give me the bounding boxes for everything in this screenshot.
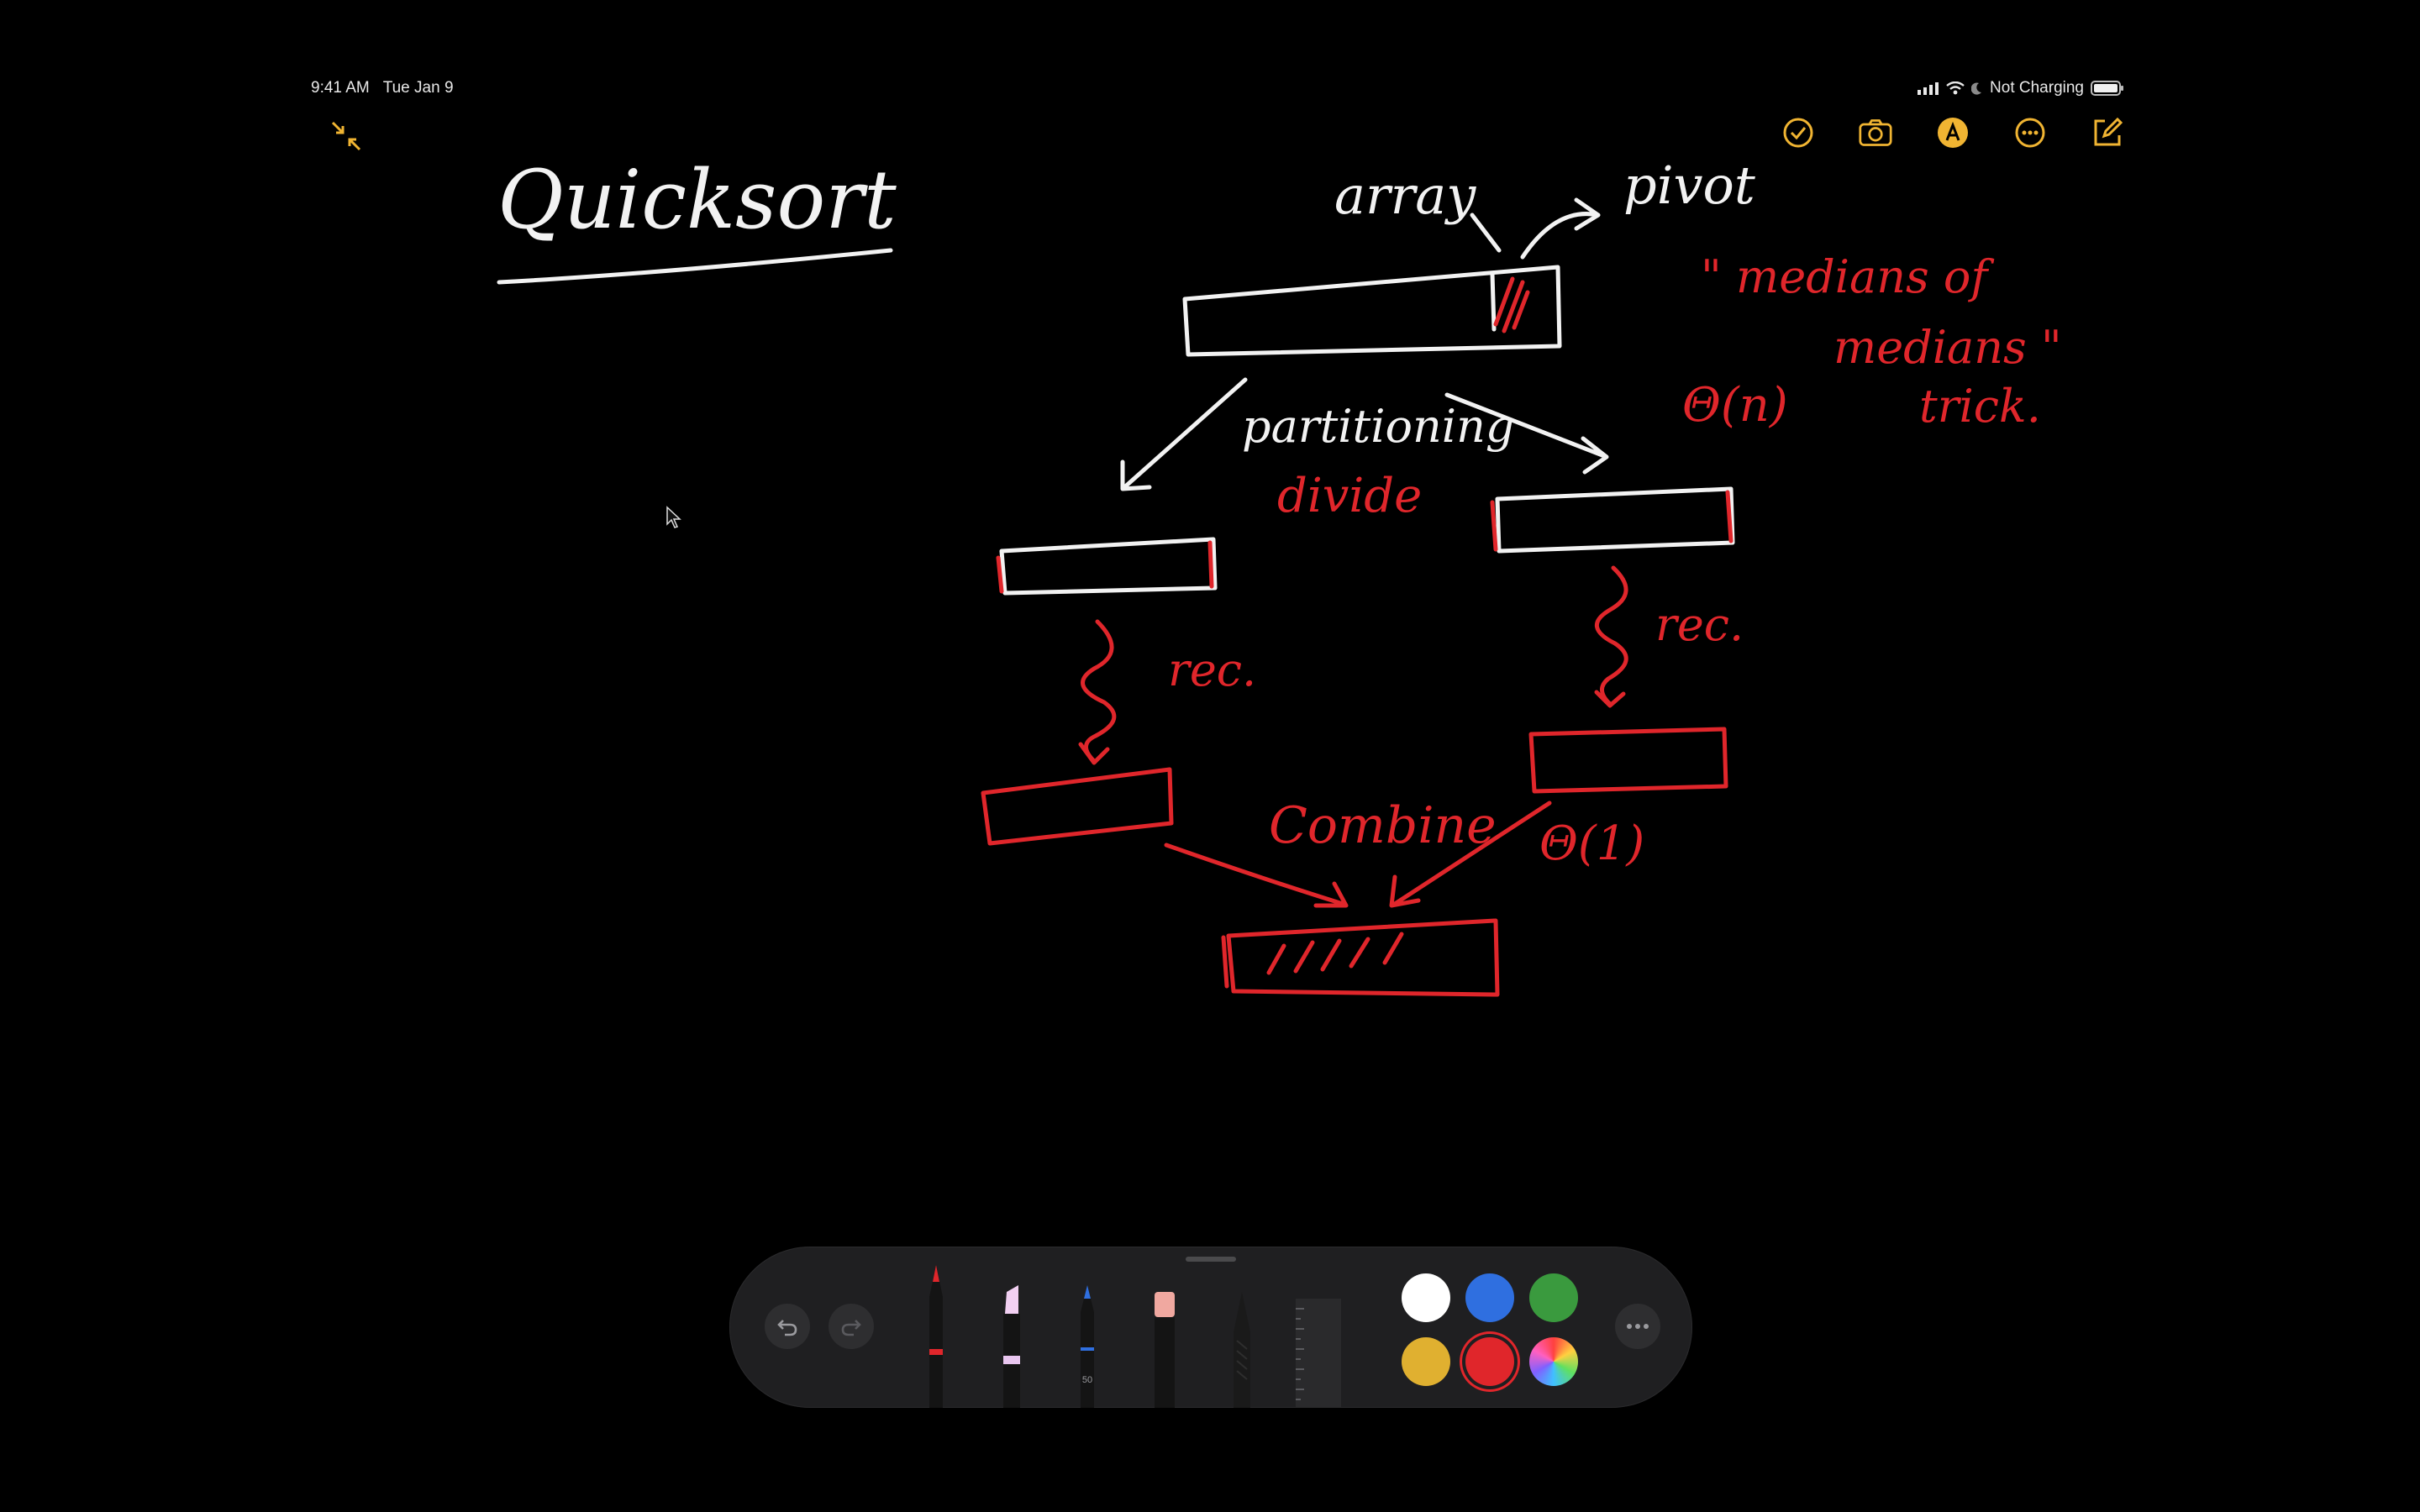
drawing-canvas[interactable]: Quicksort array pivot partitioning divid… (296, 72, 2124, 1446)
color-red-swatch-selected[interactable] (1465, 1337, 1514, 1386)
label-medians-1: " medians of (1701, 250, 1988, 303)
ipad-screen: 9:41 AM Tue Jan 9 Not Charging (296, 72, 2124, 1446)
pen-tool-icon[interactable] (918, 1263, 955, 1408)
ellipsis-icon (1627, 1324, 1649, 1329)
label-array: array (1334, 165, 1476, 226)
redo-button[interactable] (829, 1304, 874, 1349)
left-partition-box (999, 537, 1218, 596)
right-combine-arrow (1389, 801, 1552, 908)
color-green-swatch[interactable] (1529, 1273, 1578, 1322)
camera-icon[interactable] (1859, 116, 1892, 150)
palette-grabber[interactable] (1186, 1257, 1236, 1262)
pointer-cursor-icon (666, 506, 681, 528)
title-underline (497, 248, 893, 285)
label-trick: trick. (1919, 380, 2041, 433)
ruler-tool-icon[interactable] (1292, 1297, 1343, 1408)
left-recursion-squiggle (1078, 619, 1117, 765)
compose-icon[interactable] (2091, 116, 2124, 150)
quicksort-sketch (981, 197, 1735, 997)
redo-icon (841, 1320, 861, 1336)
more-icon[interactable] (2013, 116, 2047, 150)
note-toolbar (1781, 116, 2124, 150)
label-theta-n: Θ(n) (1682, 378, 1788, 433)
status-time: 9:41 AM (311, 79, 370, 97)
signal-icon (1918, 82, 1939, 95)
left-partition-arrow (1120, 377, 1248, 491)
battery-icon (2091, 81, 2123, 96)
markup-icon[interactable] (1936, 116, 1970, 150)
label-divide: divide (1277, 469, 1423, 523)
array-box (1182, 265, 1562, 357)
wifi-icon (1946, 81, 1965, 95)
color-yellow-swatch[interactable] (1402, 1337, 1450, 1386)
right-partition-box (1495, 486, 1735, 554)
label-theta-1: Θ(1) (1539, 816, 1645, 871)
eraser-tool-icon[interactable] (1146, 1290, 1183, 1408)
pivot-arrow (1520, 197, 1601, 260)
pencil-tool-icon[interactable]: 50 (1069, 1284, 1106, 1408)
battery-status-text: Not Charging (1990, 79, 2084, 97)
left-sorted-box (981, 767, 1174, 846)
tool-palette: 50 (729, 1247, 1692, 1408)
status-date: Tue Jan 9 (382, 79, 454, 97)
minimize-icon[interactable] (329, 119, 363, 153)
label-pivot: pivot (1623, 155, 1755, 216)
combined-array-box (1226, 918, 1500, 997)
status-bar: 9:41 AM Tue Jan 9 Not Charging (296, 72, 2124, 106)
label-partitioning: partitioning (1242, 400, 1515, 453)
left-combine-arrow (1164, 843, 1349, 908)
label-rec-right: rec. (1655, 598, 1744, 651)
pencil-size-label: 50 (1082, 1375, 1092, 1385)
checklist-icon[interactable] (1781, 116, 1815, 150)
label-combine: Combine (1269, 796, 1497, 855)
color-blue-swatch[interactable] (1465, 1273, 1514, 1322)
fountain-pen-tool-icon[interactable] (1223, 1290, 1260, 1408)
label-medians-2: medians " (1833, 321, 2062, 374)
undo-icon (777, 1320, 797, 1336)
label-rec-left: rec. (1168, 643, 1257, 696)
undo-button[interactable] (765, 1304, 810, 1349)
moon-icon (1971, 82, 1982, 95)
note-title: Quicksort (497, 153, 897, 247)
palette-more-button[interactable] (1615, 1304, 1660, 1349)
highlighter-tool-icon[interactable] (993, 1284, 1030, 1408)
right-partition-arrow (1444, 392, 1609, 475)
right-recursion-squiggle (1594, 565, 1628, 708)
color-picker-swatch[interactable] (1529, 1337, 1578, 1386)
color-white-swatch[interactable] (1402, 1273, 1450, 1322)
right-sorted-box (1528, 727, 1728, 794)
